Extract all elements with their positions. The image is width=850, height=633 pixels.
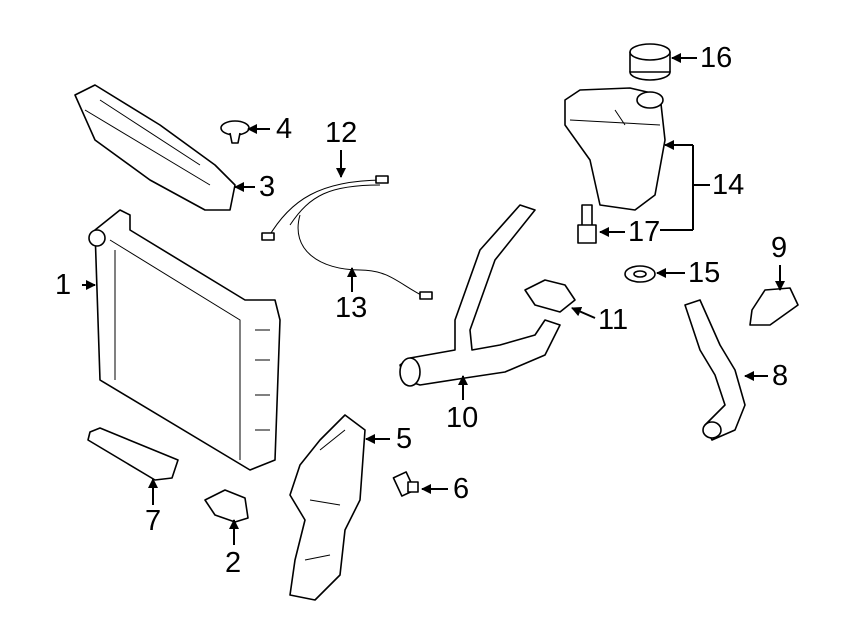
- callout-17: 17: [628, 216, 661, 248]
- callout-13: 13: [335, 292, 368, 324]
- callout-4: 4: [276, 113, 293, 145]
- radiator-mount: [204, 489, 249, 523]
- callout-9: 9: [771, 232, 788, 264]
- callout-1: 1: [55, 269, 72, 301]
- callout-3: 3: [259, 171, 276, 203]
- lower-radiator-hose: [684, 299, 746, 441]
- callout-5: 5: [396, 423, 413, 455]
- expansion-tank: [564, 87, 666, 211]
- callout-14: 14: [712, 169, 745, 201]
- radiator-seal: [87, 427, 179, 481]
- hose-bracket: [524, 279, 576, 313]
- callout-16: 16: [700, 42, 733, 74]
- level-sensor: [577, 204, 597, 244]
- callout-10: 10: [446, 402, 479, 434]
- hose-clamp-bracket: [749, 287, 799, 326]
- temperature-sensor: [392, 471, 419, 497]
- leader-lines: [82, 53, 785, 545]
- push-clip: [220, 120, 250, 144]
- callout-15: 15: [688, 257, 721, 289]
- seal-washer: [624, 265, 656, 283]
- callout-12: 12: [325, 117, 358, 149]
- callout-8: 8: [772, 360, 789, 392]
- callout-6: 6: [453, 473, 470, 505]
- callout-7: 7: [145, 505, 162, 537]
- reservoir-cap: [629, 43, 671, 81]
- upper-radiator-hose: [399, 204, 561, 387]
- callout-2: 2: [225, 547, 242, 579]
- oil-cooler-lines: [261, 175, 433, 300]
- air-deflector: [289, 414, 366, 601]
- callout-11: 11: [598, 304, 629, 336]
- radiator: [88, 209, 281, 471]
- air-duct: [74, 84, 236, 211]
